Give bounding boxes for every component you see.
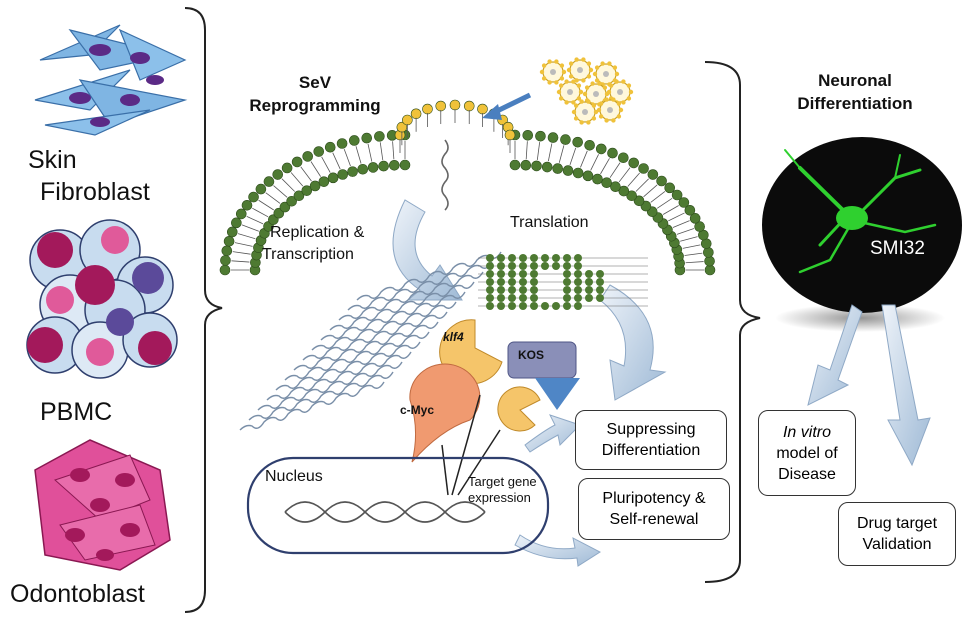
box-line: Suppressing bbox=[606, 421, 696, 438]
skin-fibroblast-cells-icon bbox=[34, 24, 188, 136]
replication-label-line1: Replication & bbox=[270, 224, 365, 241]
dna-double-helix bbox=[284, 501, 486, 523]
nucleus-output-arrow bbox=[514, 534, 602, 567]
box-line: Disease bbox=[778, 465, 836, 483]
suppressing-differentiation-box: Suppressing Differentiation bbox=[575, 410, 727, 470]
to-invitro-arrow bbox=[807, 304, 863, 406]
box-line: Differentiation bbox=[601, 442, 701, 459]
fibroblast-label: Fibroblast bbox=[40, 178, 150, 206]
cmyc-protein-icon bbox=[409, 363, 481, 463]
box-line: model of bbox=[776, 444, 838, 462]
odontoblast-cells-icon bbox=[34, 439, 171, 571]
klf4-label: klf4 bbox=[443, 330, 464, 344]
kos-label: KOS bbox=[518, 348, 545, 362]
virus-entry-arrow bbox=[493, 92, 532, 115]
left-bracket bbox=[184, 7, 223, 613]
translation-arrow bbox=[599, 284, 667, 401]
replication-arrow bbox=[392, 199, 463, 301]
odontoblast-label: Odontoblast bbox=[10, 580, 145, 608]
replicated-rna-strands bbox=[239, 251, 502, 431]
drug-target-box: Drug target Validation bbox=[838, 502, 956, 566]
target-gene-label-line1: Target gene bbox=[468, 474, 537, 489]
target-gene-label-line2: expression bbox=[468, 490, 531, 505]
smi32-neuron-image bbox=[762, 137, 962, 332]
box-line: Drug target bbox=[856, 515, 938, 532]
neuronal-title-line2: Differentiation bbox=[797, 94, 913, 113]
box-line: Self-renewal bbox=[609, 511, 699, 528]
cmyc-label: c-Myc bbox=[400, 403, 435, 417]
small-pacman-protein-icon bbox=[497, 386, 541, 432]
to-drug-target-arrow bbox=[881, 304, 931, 467]
to-suppressing-arrow bbox=[524, 414, 581, 453]
smi32-label: SMI32 bbox=[870, 238, 925, 259]
translation-label: Translation bbox=[510, 214, 589, 231]
right-bracket bbox=[704, 61, 761, 583]
viral-rna-strand bbox=[441, 139, 449, 211]
pbmc-label: PBMC bbox=[40, 398, 113, 426]
translation-ribosome-grid bbox=[478, 254, 648, 310]
nucleus-label: Nucleus bbox=[265, 468, 323, 485]
sendai-virus-particles-icon bbox=[539, 57, 634, 125]
box-line: Pluripotency & bbox=[602, 490, 706, 507]
pluripotency-box: Pluripotency & Self-renewal bbox=[578, 478, 730, 540]
replication-label-line2: Transcription bbox=[262, 246, 354, 263]
box-line: Validation bbox=[862, 536, 932, 553]
skin-label: Skin bbox=[28, 146, 77, 174]
pbmc-cells-icon bbox=[26, 219, 178, 379]
sev-title-line1: SeV bbox=[298, 73, 332, 92]
neuronal-title-line1: Neuronal bbox=[818, 71, 892, 90]
factor-to-dna-lines bbox=[441, 394, 501, 496]
nucleus-outline bbox=[246, 456, 550, 555]
kos-protein-icon bbox=[507, 341, 580, 410]
in-vitro-model-box: In vitro model of Disease bbox=[758, 410, 856, 496]
sev-title-line2: Reprogramming bbox=[249, 96, 381, 115]
box-line: In vitro bbox=[782, 423, 831, 441]
